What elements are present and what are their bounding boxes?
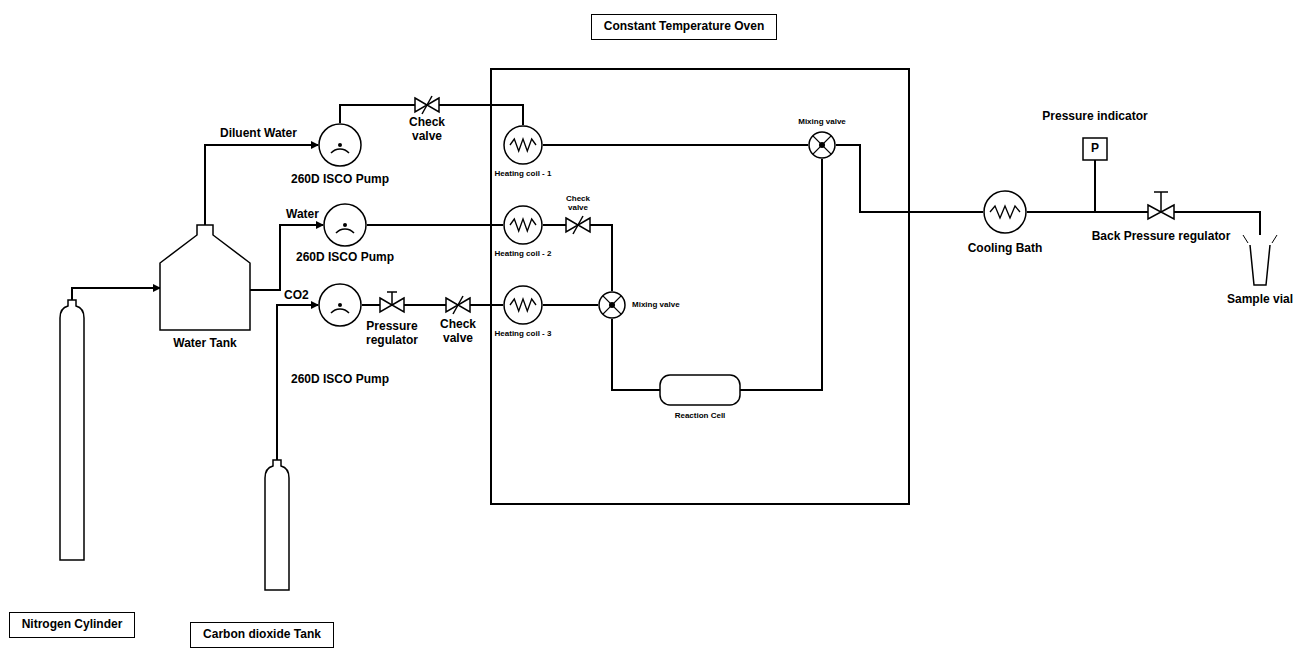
part-label: Check valve <box>435 318 481 346</box>
heating-coil: Heating coil - 2 <box>503 205 543 245</box>
pump: 260D ISCO Pump <box>323 203 367 247</box>
heating-coil-symbol <box>503 205 543 245</box>
heating-coil-symbol <box>503 285 543 325</box>
pump: 260D ISCO Pump <box>318 123 362 167</box>
stream-label: Water <box>284 207 321 221</box>
part-label: Heating coil - 1 <box>495 169 552 178</box>
reaction-cell-symbol <box>660 375 740 405</box>
heating-coil: Heating coil - 3 <box>503 285 543 325</box>
check-valve-symbol <box>415 98 439 112</box>
part-label: Pressure indicator <box>1042 110 1147 124</box>
back-pressure-regulator-symbol <box>1148 190 1174 220</box>
stream-label: Diluent Water <box>218 126 299 140</box>
part-label: Pressure regulator <box>359 320 425 348</box>
heating-coil-symbol <box>503 125 543 165</box>
back-pressure-regulator: Back Pressure regulator <box>1148 190 1174 220</box>
gas-cylinder: Carbon dioxide Tank <box>265 460 289 590</box>
pressure-indicator: Pressure indicatorP <box>1083 138 1107 160</box>
part-label: 260D ISCO Pump <box>296 251 394 265</box>
flow-pipe <box>470 304 503 306</box>
part-label: Heating coil - 2 <box>495 249 552 258</box>
check-valve: Check valve <box>415 98 439 112</box>
flow-pipe <box>367 224 503 226</box>
part-label: 260D ISCO Pump <box>291 173 389 187</box>
title-box: Constant Temperature Oven <box>591 14 777 40</box>
gas-cylinder-symbol <box>265 460 289 590</box>
flow-pipe <box>740 159 822 390</box>
mixing-valve: Mixing valve <box>598 291 626 319</box>
flow-pipe <box>612 319 660 390</box>
sample-vial-symbol <box>1246 235 1274 285</box>
part-label: Sample vial <box>1227 293 1293 307</box>
part-label: Reaction Cell <box>675 411 726 420</box>
cooling-bath-symbol <box>983 190 1027 234</box>
part-label: Mixing valve <box>798 117 846 126</box>
flow-pipe <box>543 144 808 146</box>
gauge-letter: P <box>1091 142 1099 156</box>
gas-cylinder-symbol <box>60 300 84 560</box>
water-tank: Water Tank <box>160 225 250 330</box>
flow-pipe <box>543 224 566 226</box>
cooling-bath: Cooling Bath <box>983 190 1027 234</box>
flow-pipe <box>543 304 598 306</box>
mixing-valve-symbol <box>598 291 626 319</box>
flow-pipe <box>340 105 415 123</box>
check-valve-symbol <box>446 298 470 312</box>
heating-coil: Heating coil - 1 <box>503 125 543 165</box>
part-label: 260D ISCO Pump <box>291 373 389 387</box>
flow-pipe <box>590 225 612 291</box>
pump-symbol <box>323 203 367 247</box>
mixing-valve-symbol <box>808 131 836 159</box>
check-valve: Check valve <box>446 298 470 312</box>
flow-pipe <box>362 304 380 306</box>
stream-label: CO2 <box>282 288 311 302</box>
part-label: Heating coil - 3 <box>495 329 552 338</box>
part-label: Mixing valve <box>632 300 680 309</box>
pressure-regulator: Pressure regulator <box>380 298 404 312</box>
pump-symbol <box>318 283 362 327</box>
part-label: Check valve <box>404 116 450 144</box>
check-valve-symbol <box>566 218 590 232</box>
title-box: Carbon dioxide Tank <box>190 622 334 648</box>
pump: 260D ISCO Pump <box>318 283 362 327</box>
part-label: Water Tank <box>173 337 236 351</box>
flow-pipe <box>404 304 446 306</box>
part-label: Cooling Bath <box>968 242 1043 256</box>
gas-cylinder: Nitrogen Cylinder <box>60 300 84 560</box>
pump-symbol <box>318 123 362 167</box>
title-box: Nitrogen Cylinder <box>9 612 136 638</box>
flow-pipe <box>439 105 523 125</box>
part-label: Check valve <box>562 194 594 212</box>
pressure-regulator-symbol <box>380 298 404 312</box>
flow-pipe <box>72 288 160 300</box>
water-tank-symbol <box>160 225 250 330</box>
check-valve: Check valve <box>566 218 590 232</box>
oven-enclosure: Constant Temperature OvenHeating coil - … <box>490 68 910 505</box>
flow-pipe <box>1095 160 1148 212</box>
part-label: Back Pressure regulator <box>1092 230 1231 244</box>
reaction-cell: Reaction Cell <box>660 375 740 405</box>
mixing-valve: Mixing valve <box>808 131 836 159</box>
sample-vial: Sample vial <box>1246 235 1274 285</box>
